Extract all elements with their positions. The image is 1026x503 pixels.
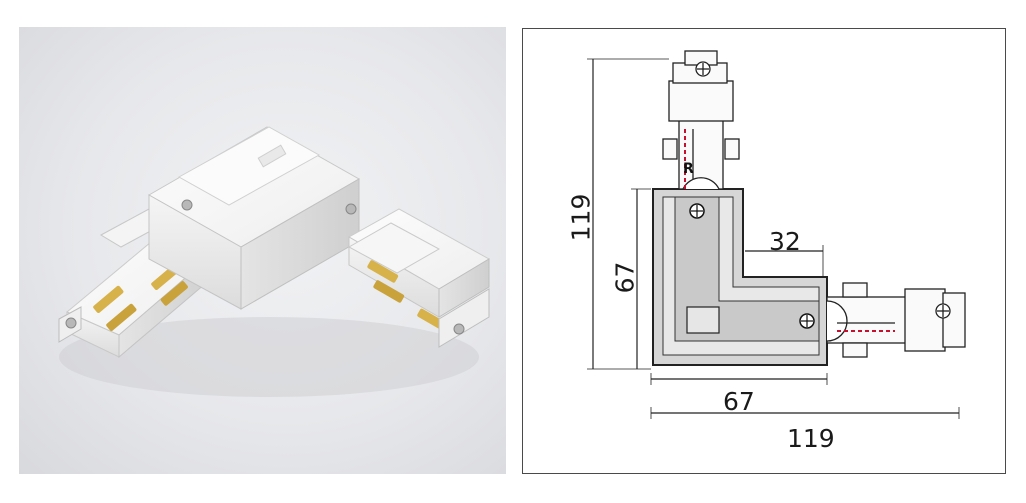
- brass-contact: [93, 285, 124, 313]
- dimension-body-height: 67: [610, 261, 640, 294]
- dimension-inner-offset: 32: [769, 227, 801, 256]
- product-photo: [19, 27, 506, 474]
- screw-icon: [181, 199, 193, 211]
- dimension-body-width: 67: [723, 387, 755, 416]
- screw-icon: [453, 323, 465, 335]
- brass-contact: [373, 280, 405, 303]
- right-arm-drawing: [826, 282, 966, 358]
- screw-icon: [345, 203, 357, 215]
- corner-body: [147, 126, 361, 310]
- screw-icon: [65, 317, 77, 329]
- brass-contact: [367, 260, 399, 283]
- technical-drawing: R 119 67 32 67 119: [522, 28, 1006, 474]
- brass-contact: [160, 281, 188, 306]
- right-arm: [347, 208, 490, 348]
- dimension-overall-width: 119: [787, 424, 835, 453]
- connector-body-outline: [652, 188, 828, 366]
- top-arm-letter: R: [683, 161, 694, 177]
- dimension-overall-height: 119: [566, 193, 596, 242]
- top-arm: [662, 50, 740, 190]
- brass-contact: [106, 303, 137, 331]
